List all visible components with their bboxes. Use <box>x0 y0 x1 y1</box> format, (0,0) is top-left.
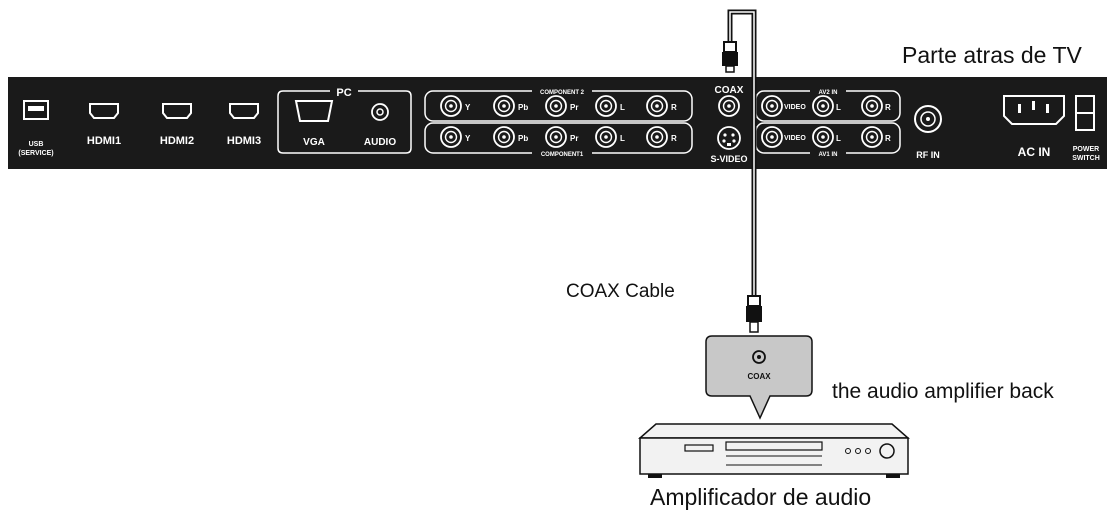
component1-y-jack <box>440 126 462 148</box>
av1-video-label: VIDEO <box>784 135 806 142</box>
hdmi2-label: HDMI2 <box>160 135 194 147</box>
av1-video-jack <box>761 126 783 148</box>
power-switch <box>1075 95 1095 131</box>
component2-pr-label: Pr <box>570 103 578 112</box>
vga-port <box>294 100 334 122</box>
component1-r-label: R <box>671 134 677 143</box>
tv-coax-jack <box>718 95 740 117</box>
component1-pr-jack <box>545 126 567 148</box>
pc-audio-label: AUDIO <box>364 137 396 148</box>
audio-amplifier-device <box>638 423 910 478</box>
hdmi3-label: HDMI3 <box>227 135 261 147</box>
rf-in-port <box>914 105 942 133</box>
switch-label: SWITCH <box>1072 155 1100 162</box>
component2-pb-label: Pb <box>518 103 528 112</box>
amp-coax-label: COAX <box>747 372 771 381</box>
usb-label: USB <box>29 141 44 148</box>
component2-pb-jack <box>493 95 515 117</box>
tv-rear-panel: USB (SERVICE) HDMI1 HDMI2 HDMI3 PC VGA A… <box>8 77 1107 169</box>
ac-in-socket <box>1003 95 1065 125</box>
av2-r-jack <box>861 95 883 117</box>
component1-y-label: Y <box>465 134 471 143</box>
av2-video-label: VIDEO <box>784 104 806 111</box>
component2-label: COMPONENT 2 <box>540 90 585 96</box>
component1-l-label: L <box>620 134 625 143</box>
rf-in-label: RF IN <box>916 150 940 160</box>
component2-l-label: L <box>620 103 625 112</box>
av2-l-jack <box>812 95 834 117</box>
coax-cable-label: COAX Cable <box>566 281 675 302</box>
component1-pb-label: Pb <box>518 134 528 143</box>
av2-l-label: L <box>836 103 841 112</box>
pc-audio-jack <box>371 103 389 121</box>
av2-label: AV2 IN <box>819 90 838 96</box>
vga-label: VGA <box>303 137 325 148</box>
amp-rear-callout: COAX <box>705 335 813 420</box>
pc-group-frame <box>277 90 412 154</box>
component2-y-label: Y <box>465 103 471 112</box>
component2-y-jack <box>440 95 462 117</box>
av1-r-label: R <box>885 134 891 143</box>
av1-l-jack <box>812 126 834 148</box>
power-label: POWER <box>1073 146 1099 153</box>
coax-cable <box>722 9 762 333</box>
amp-back-label: the audio amplifier back <box>832 380 1054 403</box>
av1-r-jack <box>861 126 883 148</box>
pc-label: PC <box>336 87 351 99</box>
component1-label: COMPONENT1 <box>541 152 584 158</box>
usb-port <box>23 100 49 120</box>
amplifier-label: Amplificador de audio <box>650 484 872 510</box>
ac-in-label: AC IN <box>1018 145 1051 159</box>
av2-r-label: R <box>885 103 891 112</box>
tv-coax-label: COAX <box>715 85 744 96</box>
component2-r-jack <box>646 95 668 117</box>
usb-service-label: (SERVICE) <box>18 150 53 157</box>
component2-pr-jack <box>545 95 567 117</box>
component2-l-jack <box>595 95 617 117</box>
component1-r-jack <box>646 126 668 148</box>
av1-l-label: L <box>836 134 841 143</box>
s-video-port <box>717 126 741 150</box>
av1-label: AV1 IN <box>819 152 838 158</box>
tv-back-label: Parte atras de TV <box>902 42 1082 68</box>
amp-coax-jack <box>752 350 766 364</box>
av2-video-jack <box>761 95 783 117</box>
component1-pr-label: Pr <box>570 134 578 143</box>
s-video-label: S-VIDEO <box>710 154 747 164</box>
hdmi1-label: HDMI1 <box>87 135 121 147</box>
component2-r-label: R <box>671 103 677 112</box>
component1-l-jack <box>595 126 617 148</box>
component1-pb-jack <box>493 126 515 148</box>
